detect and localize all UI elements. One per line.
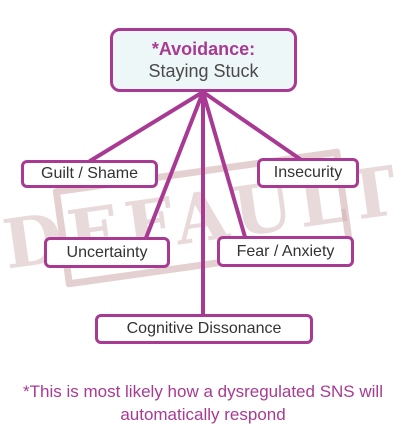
insecurity-label: Insecurity bbox=[273, 164, 343, 181]
insecurity-node: Insecurity bbox=[257, 158, 359, 188]
cognitive-dissonance-label: Cognitive Dissonance bbox=[126, 320, 282, 337]
connector-fear bbox=[201, 90, 247, 239]
footnote: *This is most likely how a dysregulated … bbox=[23, 382, 383, 424]
connector-uncertainty bbox=[144, 90, 205, 240]
fear-anxiety-label: Fear / Anxiety bbox=[236, 242, 335, 260]
uncertainty-label: Uncertainty bbox=[66, 243, 148, 261]
avoidance-root-node: *Avoidance: Staying Stuck bbox=[110, 28, 297, 92]
connector-insecurity bbox=[201, 90, 302, 161]
root-subtitle: Staying Stuck bbox=[148, 61, 259, 81]
guilt-shame-label: Guilt / Shame bbox=[41, 165, 138, 182]
uncertainty-node: Uncertainty bbox=[44, 237, 170, 268]
guilt-shame-node: Guilt / Shame bbox=[21, 160, 158, 188]
connector-guilt bbox=[88, 90, 205, 163]
cognitive-dissonance-node: Cognitive Dissonance bbox=[95, 314, 313, 344]
root-title: *Avoidance: bbox=[151, 39, 256, 59]
fear-anxiety-node: Fear / Anxiety bbox=[217, 236, 354, 267]
